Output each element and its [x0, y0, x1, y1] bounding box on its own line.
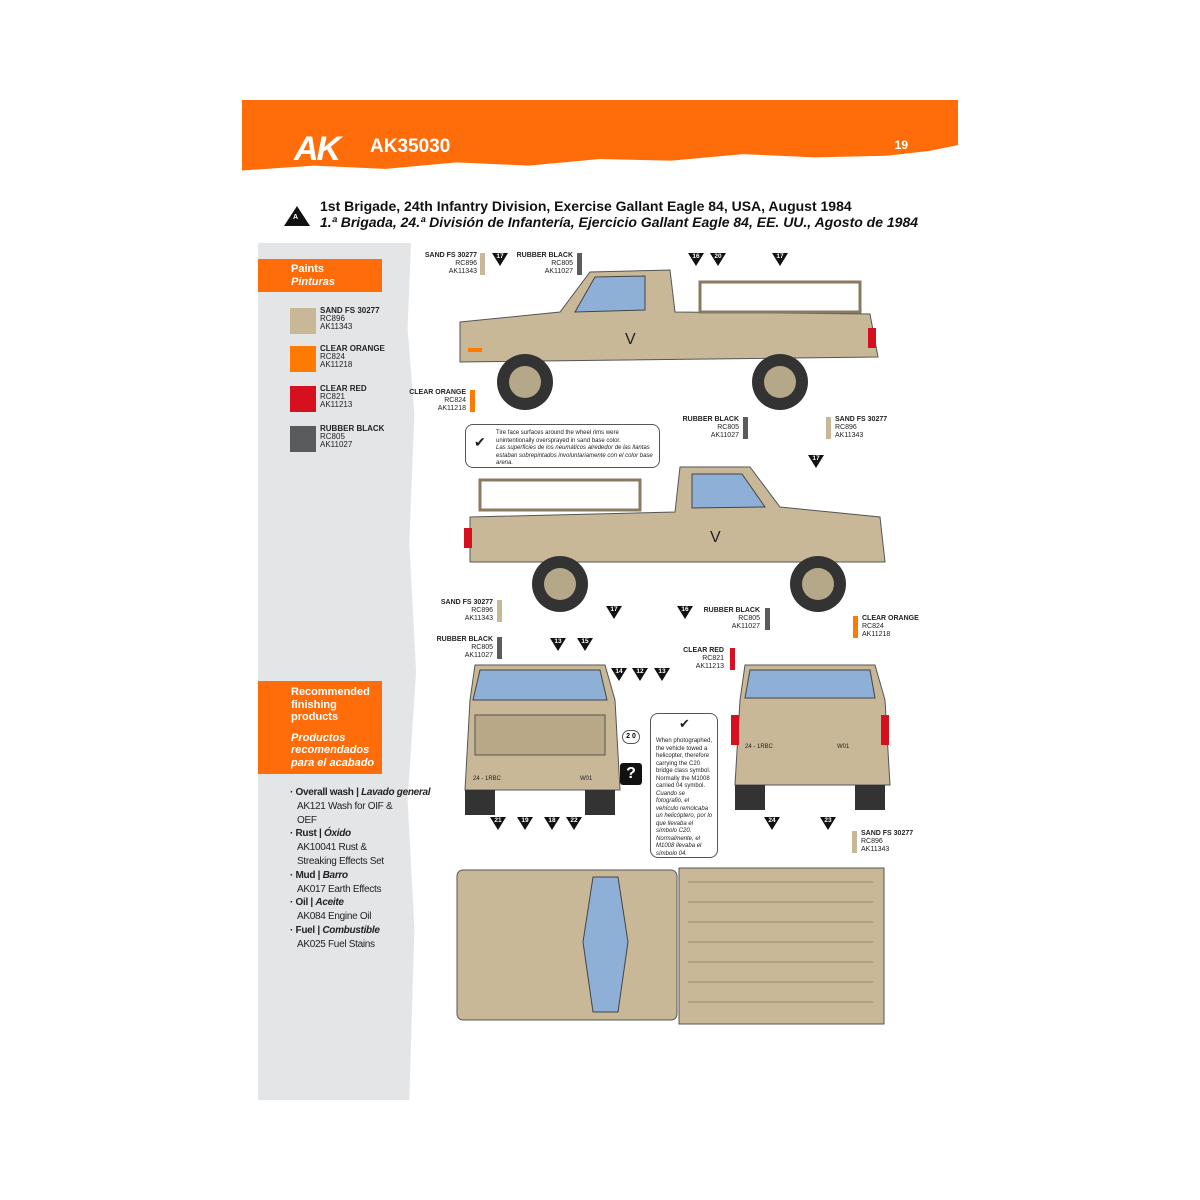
finishing-category: · Oil | Aceite: [290, 897, 344, 909]
callout-swatch: [730, 648, 735, 670]
callout-swatch: [765, 608, 770, 630]
decal-marker: 16: [677, 606, 693, 619]
paint-rc: RC821: [320, 392, 345, 401]
paint-name: CLEAR ORANGE: [320, 344, 385, 353]
callout-swatch: [470, 390, 475, 412]
paint-swatch: [290, 346, 316, 372]
top-view: [456, 867, 885, 1025]
decal-marker: 19: [517, 817, 533, 830]
rear-view: 24 - 1RBC W01: [731, 664, 891, 810]
header-banner: [242, 100, 958, 171]
callout-swatch: [497, 637, 502, 659]
finishing-category: · Mud | Barro: [290, 869, 348, 881]
paint-ak: AK11213: [320, 400, 353, 409]
decal-marker: 18: [544, 817, 560, 830]
product-code: AK35030: [370, 136, 451, 157]
side-view-right: V: [464, 466, 886, 612]
finishing-product: AK10041 Rust & Streaking Effects Set: [297, 842, 384, 867]
side-view-left: V: [459, 269, 879, 410]
paint-swatch: [290, 386, 316, 412]
sidebar: [258, 243, 417, 1100]
decal-marker: 24: [764, 817, 780, 830]
decal-marker: 17: [772, 253, 788, 266]
decal-marker: 14: [611, 668, 627, 681]
finishing-category: · Rust | Óxido: [290, 828, 351, 840]
page-number: 19: [894, 138, 908, 152]
bridge-symbol: 2 0: [622, 730, 640, 744]
decal-marker: 16: [688, 253, 704, 266]
svg-text:V: V: [710, 529, 721, 546]
callout-swatch: [497, 600, 502, 622]
callout-swatch: [853, 616, 858, 638]
callout-swatch: [577, 253, 582, 275]
paint-ak: AK11218: [320, 360, 353, 369]
ak-logo: AK: [294, 130, 341, 168]
paint-name: RUBBER BLACK: [320, 424, 385, 433]
finishing-product: AK121 Wash for OIF & OEF: [297, 800, 393, 826]
svg-text:24 - 1RBC: 24 - 1RBC: [473, 776, 502, 782]
callout-swatch: [480, 253, 485, 275]
svg-text:W01: W01: [837, 744, 850, 750]
paint-rc: RC805: [320, 432, 345, 441]
decal-marker: 13: [550, 638, 566, 651]
decal-marker: 22: [566, 817, 582, 830]
finishing-product: AK025 Fuel Stains: [297, 938, 375, 950]
svg-text:24 - 1RBC: 24 - 1RBC: [745, 744, 774, 750]
finishing-category: · Fuel | Combustible: [290, 924, 380, 936]
decal-marker: 20: [710, 253, 726, 266]
tire-note: ✔ Tire face surfaces around the wheel ri…: [465, 424, 660, 468]
paint-rc: RC824: [320, 352, 345, 361]
paint-swatch: [290, 426, 316, 452]
front-view: 24 - 1RBC W01: [464, 664, 621, 815]
question-symbol: ?: [620, 763, 642, 785]
paint-name: CLEAR RED: [320, 384, 367, 393]
decal-marker: 12: [632, 668, 648, 681]
decal-marker: 21: [490, 817, 506, 830]
finishing-category: · Overall wash | Lavado general: [290, 787, 431, 798]
marking-letter-icon: A: [284, 206, 310, 226]
decal-marker: 17: [492, 253, 508, 266]
paint-name: SAND FS 30277: [320, 306, 380, 315]
decal-marker: 13: [654, 668, 670, 681]
paint-ak: AK11343: [320, 322, 353, 331]
paint-rc: RC896: [320, 314, 345, 323]
bridge-note: ✔ When photographed, the vehicle towed a…: [650, 713, 718, 858]
svg-text:V: V: [625, 331, 636, 348]
decal-marker: 15: [577, 638, 593, 651]
decal-marker: 23: [820, 817, 836, 830]
callout-swatch: [826, 417, 831, 439]
paint-ak: AK11027: [320, 440, 353, 449]
marking-title-en: 1st Brigade, 24th Infantry Division, Exe…: [320, 198, 852, 214]
decal-marker: 17: [808, 455, 824, 468]
callout-swatch: [852, 831, 857, 853]
paint-swatch: [290, 308, 316, 334]
decal-marker: 17: [606, 606, 622, 619]
check-icon: ✔: [474, 434, 486, 450]
check-icon: ✔: [679, 716, 690, 731]
marking-title-es: 1.ª Brigada, 24.ª División de Infantería…: [320, 214, 919, 230]
finishing-product: AK017 Earth Effects: [297, 883, 382, 895]
finishing-product: AK084 Engine Oil: [297, 911, 372, 923]
svg-text:W01: W01: [580, 776, 593, 782]
callout-swatch: [743, 417, 748, 439]
